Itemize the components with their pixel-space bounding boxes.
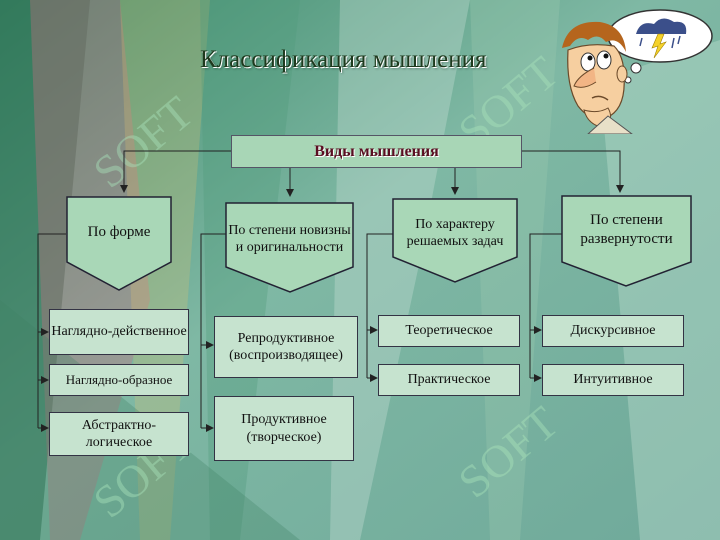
category-label-form: По форме xyxy=(87,223,151,240)
item-box: Дискурсивное xyxy=(542,315,684,347)
slide-title: Классификация мышления xyxy=(200,46,487,73)
item-box: Абстрактно-логическое xyxy=(49,412,189,456)
item-box: Репродуктивное (воспроизводящее) xyxy=(214,316,358,378)
category-label-novelty: По степени новизны и оригинальности xyxy=(228,222,351,256)
item-box: Наглядно-образное xyxy=(49,364,189,396)
category-label-expansion: По степени развернутости xyxy=(580,212,673,247)
category-label-tasks: По характеру решаемых задач xyxy=(406,216,504,250)
item-label: Дискурсивное xyxy=(570,323,656,339)
item-label: Репродуктивное (воспроизводящее) xyxy=(229,330,343,364)
item-box: Теоретическое xyxy=(378,315,520,347)
item-label: Наглядно-действенное xyxy=(51,324,187,340)
thinking-cartoon-man-icon xyxy=(562,9,713,134)
item-label: Продуктивное (творческое) xyxy=(241,412,327,445)
item-label: Теоретическое xyxy=(405,323,493,339)
item-box: Интуитивное xyxy=(542,364,684,396)
item-label: Абстрактно-логическое xyxy=(81,417,157,451)
category-shape-tasks xyxy=(392,198,518,283)
item-label: Интуитивное xyxy=(573,372,653,388)
category-shape-form xyxy=(66,196,172,291)
category-shape-expansion xyxy=(561,195,692,287)
storm-cloud-icon xyxy=(607,9,713,84)
root-label: Виды мышления xyxy=(314,142,439,160)
item-box: Наглядно-действенное xyxy=(49,309,189,355)
item-label: Практическое xyxy=(407,372,491,388)
item-box: Продуктивное (творческое) xyxy=(214,396,354,461)
item-box: Практическое xyxy=(378,364,520,396)
root-box: Виды мышления xyxy=(231,135,522,168)
item-label: Наглядно-образное xyxy=(65,371,173,387)
category-shape-novelty xyxy=(225,202,354,293)
